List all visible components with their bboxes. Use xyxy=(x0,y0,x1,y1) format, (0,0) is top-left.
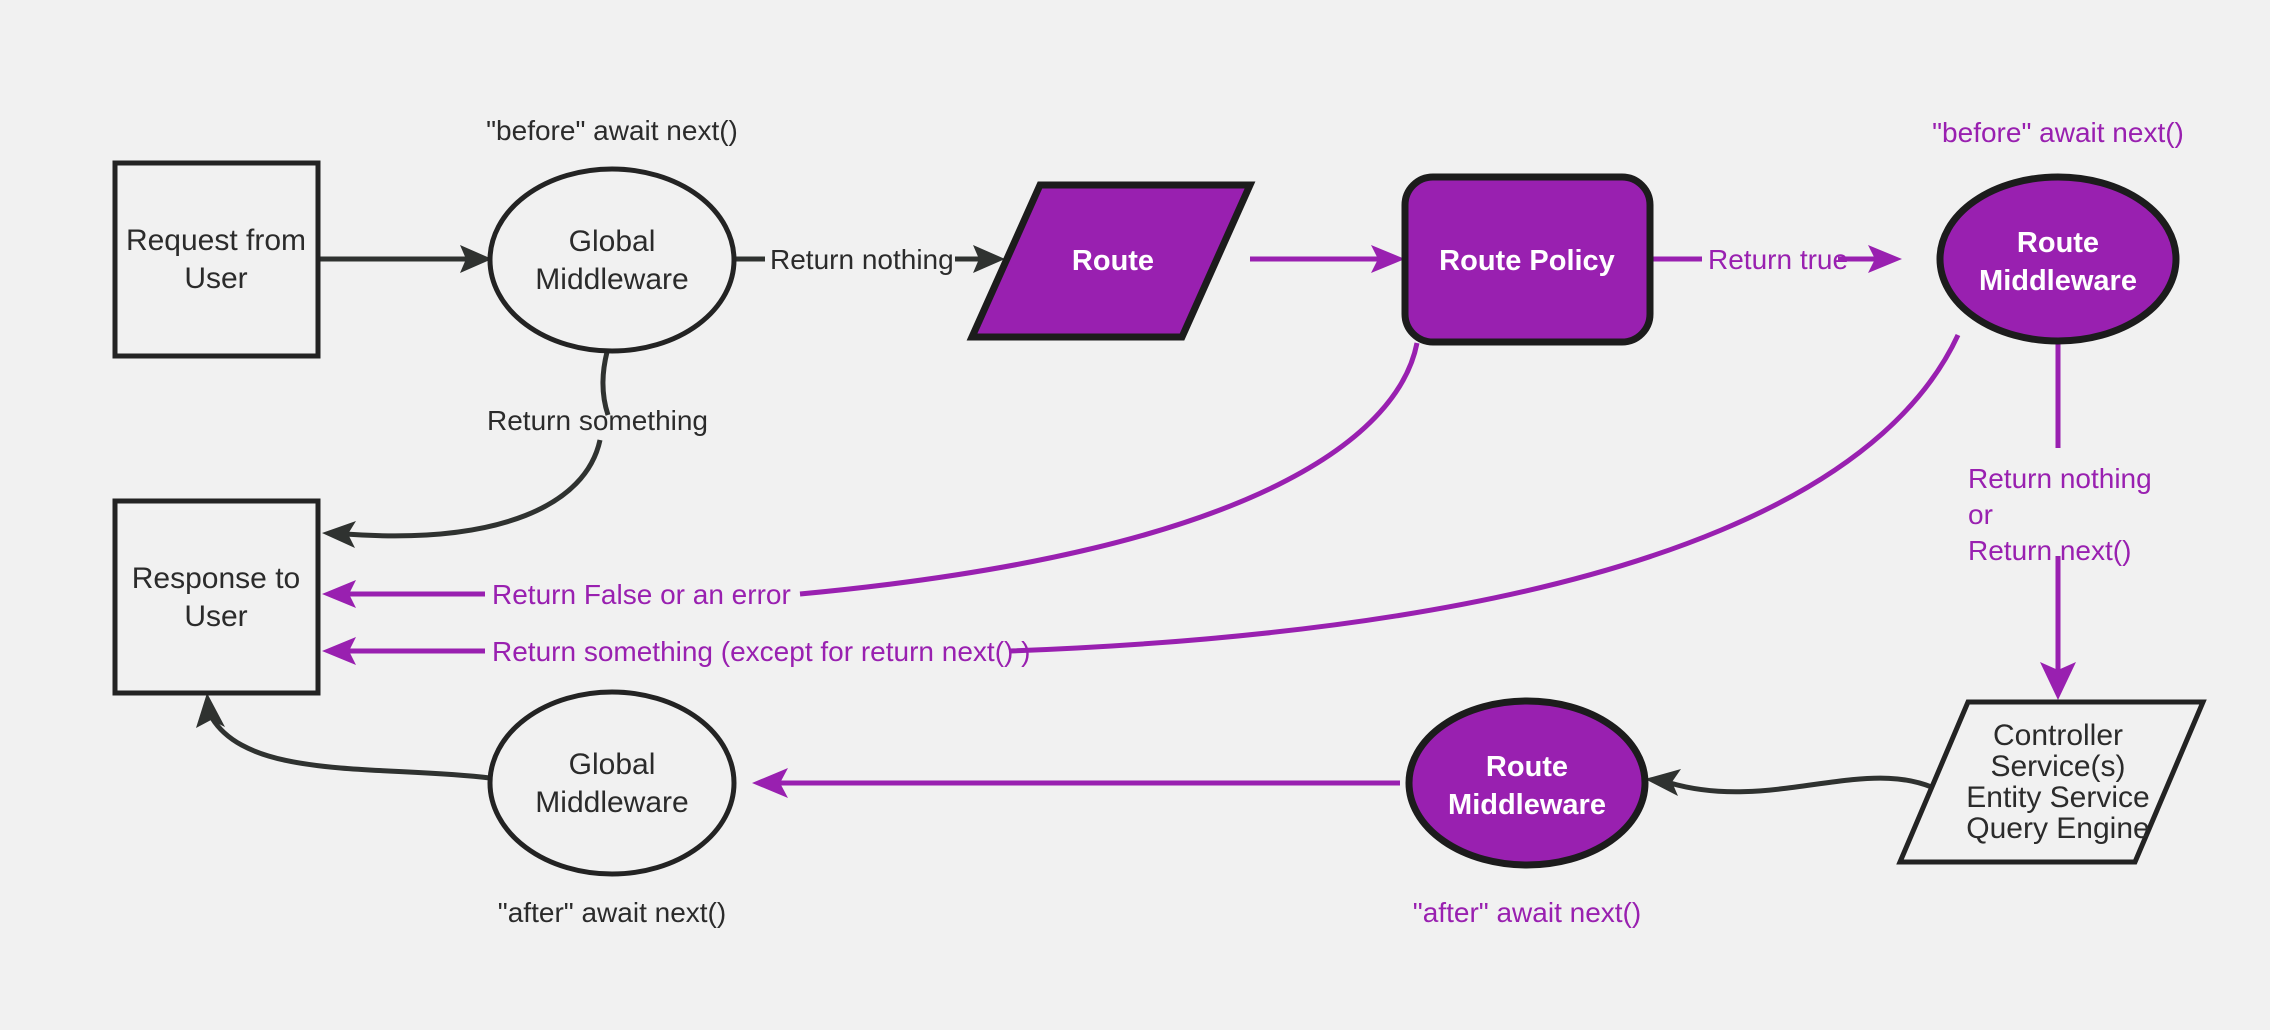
node-route-policy[interactable]: Route Policy xyxy=(1401,173,1654,346)
node-label-route-middleware-top-line1: Route xyxy=(2017,227,2099,259)
edge-global-middleware-return-something: Return something xyxy=(322,351,708,548)
arrowhead-icon xyxy=(2040,662,2076,700)
node-label-controller-line3: Entity Service xyxy=(1966,781,2149,814)
edge-route-policy-return-true: Return true xyxy=(1650,244,1902,275)
edge-global-middleware-return-nothing: Return nothing xyxy=(735,244,1005,275)
node-label-response-to-user-line1: Response to xyxy=(132,562,300,595)
edge-request-to-global-middleware xyxy=(320,245,492,273)
node-label-controller-line4: Query Engine xyxy=(1966,812,2149,845)
edge-route-to-route-policy xyxy=(1250,245,1405,273)
annotation-before-await-next-global: "before" await next() xyxy=(486,115,738,146)
annotation-after-await-next-global: "after" await next() xyxy=(498,897,726,928)
edge-label-return-something: Return something xyxy=(487,405,708,436)
arrowhead-icon xyxy=(460,245,492,273)
node-request-from-user[interactable]: Request from User xyxy=(112,160,321,359)
edge-controller-to-route-middleware xyxy=(1645,769,1957,803)
node-label-controller-line1: Controller xyxy=(1993,719,2123,752)
node-label-route-middleware-bottom-line2: Middleware xyxy=(1448,789,1606,821)
node-label-response-to-user-line2: User xyxy=(184,600,247,633)
edge-label-return-true: Return true xyxy=(1708,244,1848,275)
node-route-middleware-bottom[interactable]: Route Middleware xyxy=(1405,697,1649,869)
arrowhead-icon xyxy=(1868,245,1902,273)
node-label-request-from-user-line1: Request from xyxy=(126,224,306,257)
edge-route-middleware-to-controller: Return nothing or Return next() xyxy=(1968,340,2152,700)
annotation-before-await-next-route: "before" await next() xyxy=(1932,117,2184,148)
edge-route-middleware-return-something: Return something (except for return next… xyxy=(322,333,1961,667)
edge-label-return-something-except-next: Return something (except for return next… xyxy=(492,636,1030,667)
arrowhead-icon xyxy=(322,637,356,665)
edge-route-policy-return-false: Return False or an error xyxy=(322,342,1420,610)
node-response-to-user[interactable]: Response to User xyxy=(112,498,321,696)
node-route[interactable]: Route xyxy=(966,181,1256,341)
node-label-route-policy: Route Policy xyxy=(1439,245,1615,277)
node-global-middleware-top[interactable]: Global Middleware xyxy=(487,166,737,354)
node-global-middleware-bottom[interactable]: Global Middleware xyxy=(487,689,737,877)
edge-label-return-nothing-line1: Return nothing xyxy=(1968,463,2152,494)
arrowhead-icon xyxy=(322,521,356,548)
edge-route-middleware-to-global-middleware xyxy=(752,768,1400,798)
node-label-route-middleware-bottom-line1: Route xyxy=(1486,751,1568,783)
node-label-route-middleware-top-line2: Middleware xyxy=(1979,265,2137,297)
node-label-global-middleware-bottom-line2: Middleware xyxy=(535,786,688,819)
arrowhead-icon xyxy=(196,693,225,728)
arrowhead-icon xyxy=(1371,245,1405,273)
annotation-after-await-next-route: "after" await next() xyxy=(1413,897,1641,928)
arrowhead-icon xyxy=(752,768,788,798)
node-label-global-middleware-top-line2: Middleware xyxy=(535,263,688,296)
edge-label-return-false-or-error: Return False or an error xyxy=(492,579,791,610)
node-route-middleware-top[interactable]: Route Middleware xyxy=(1936,173,2180,345)
arrowhead-icon xyxy=(322,580,356,608)
arrowhead-icon xyxy=(973,245,1005,273)
node-label-global-middleware-top-line1: Global xyxy=(569,225,656,258)
edge-label-return-nothing: Return nothing xyxy=(770,244,954,275)
node-label-global-middleware-bottom-line1: Global xyxy=(569,748,656,781)
node-label-route: Route xyxy=(1072,245,1154,277)
arrowhead-icon xyxy=(1645,769,1681,796)
node-controller[interactable]: Controller Service(s) Entity Service Que… xyxy=(1896,699,2207,865)
edge-label-return-nothing-line3: Return next() xyxy=(1968,535,2131,566)
edge-label-return-nothing-line2: or xyxy=(1968,499,1993,530)
node-label-request-from-user-line2: User xyxy=(184,262,247,295)
edge-global-middleware-to-response xyxy=(196,693,491,781)
node-label-controller-line2: Service(s) xyxy=(1990,750,2125,783)
